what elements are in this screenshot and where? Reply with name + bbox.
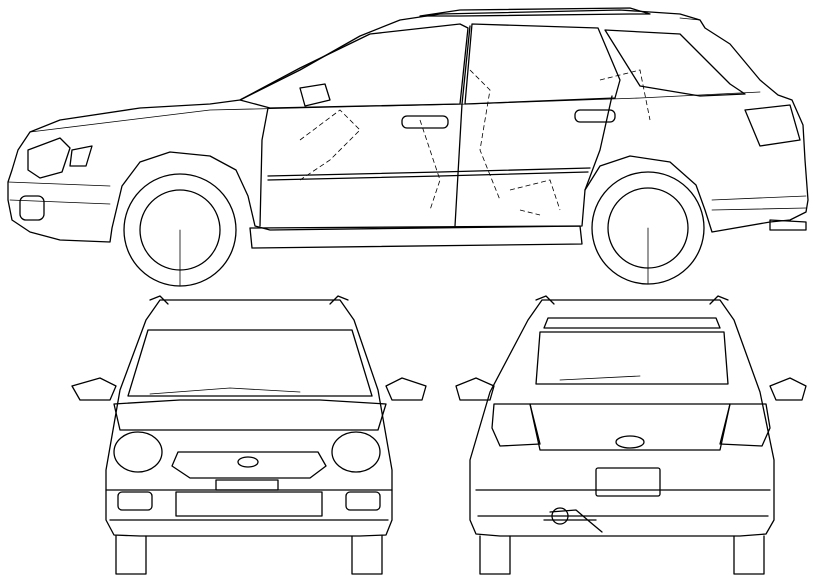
rear-mirror-right (769, 377, 807, 401)
front-hood (113, 399, 387, 431)
side-view (7, 7, 809, 287)
side-windshield (239, 23, 469, 109)
side-roof-rail-rear (679, 17, 706, 29)
front-badge (237, 456, 259, 468)
rear-tire-left (479, 535, 511, 575)
front-roof-rail-right (329, 295, 349, 305)
rear-body-outline (469, 299, 775, 537)
side-front-door-edge (259, 107, 269, 227)
front-headlight-right (331, 431, 381, 473)
front-view (71, 295, 427, 575)
rear-bumper (475, 489, 771, 517)
side-rear-bumper (711, 195, 807, 211)
side-rear-door-window (464, 23, 621, 105)
front-windshield (127, 329, 373, 397)
side-b-pillar (454, 25, 471, 227)
side-rear-door-edge (584, 95, 613, 191)
front-mirror-left (71, 377, 117, 401)
rear-tail-light-right (719, 403, 771, 447)
rear-tire-right (733, 535, 765, 575)
front-fog-light-left (117, 491, 153, 511)
rear-badge (615, 435, 645, 449)
rear-window (535, 331, 729, 385)
front-fog-light-right (345, 491, 381, 511)
front-body-outline (105, 299, 393, 537)
side-tail-light (744, 104, 801, 147)
side-exhaust (769, 219, 807, 231)
side-quarter-window (604, 29, 746, 97)
rear-roof-rail-right (709, 295, 729, 305)
side-sill (249, 225, 583, 249)
side-interior-hidden-lines (299, 69, 651, 216)
rear-license-plate (595, 467, 661, 497)
side-fog-light (19, 195, 45, 221)
front-bumper (105, 489, 393, 521)
side-front-bumper (7, 181, 111, 205)
rear-view (455, 295, 807, 575)
front-roof-rail-left (149, 295, 169, 305)
side-turn-signal (69, 145, 93, 167)
front-license-plate (215, 479, 279, 491)
side-mirror (299, 83, 331, 107)
front-tire-left (115, 535, 147, 575)
side-front-door-handle (401, 115, 449, 129)
front-air-dam (175, 491, 323, 517)
side-rear-door-handle (574, 109, 616, 123)
side-roof-rail (419, 7, 651, 17)
rear-tailgate (529, 403, 731, 451)
front-headlight-left (113, 431, 163, 473)
front-tire-right (351, 535, 383, 575)
side-belt-line (29, 91, 761, 133)
rear-wiper (559, 375, 641, 381)
rear-tail-light-left (491, 403, 541, 447)
front-wiper (149, 387, 301, 395)
rear-roof-rail-left (535, 295, 555, 305)
side-body-swage (267, 167, 591, 181)
rear-spoiler (543, 317, 721, 329)
rear-tow-ball (551, 507, 569, 525)
rear-mirror-left (455, 377, 495, 401)
side-headlight (27, 137, 71, 179)
side-body-outline (7, 9, 809, 243)
front-grille (171, 451, 327, 479)
front-mirror-right (385, 377, 427, 401)
